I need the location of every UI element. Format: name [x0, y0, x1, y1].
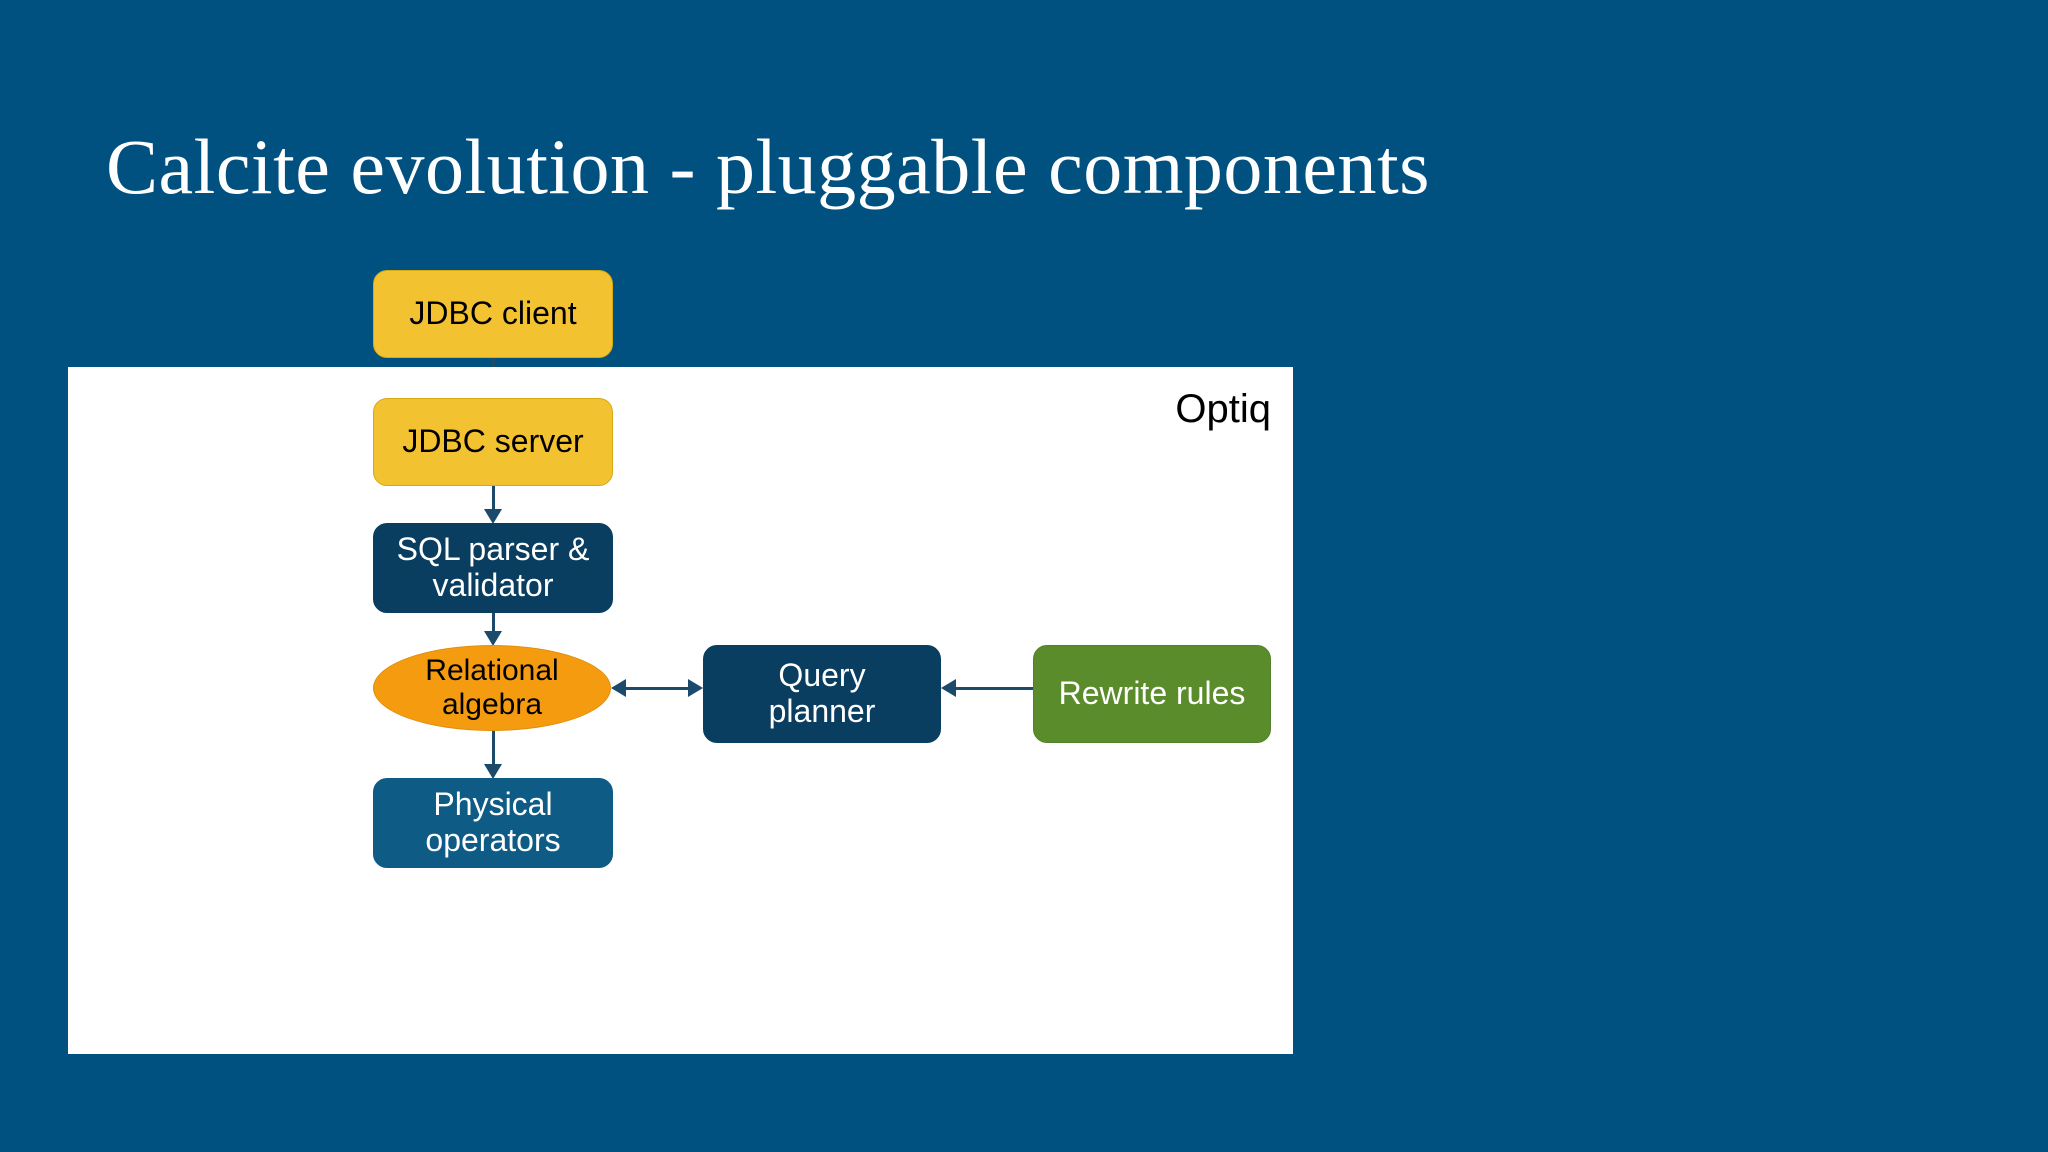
- connector-jdbc-server-to-sql-parser-line: [492, 486, 495, 516]
- diagram-panel: Optiq JDBC server SQL parser & validator…: [68, 367, 1293, 1054]
- connector-relational-algebra-to-query-planner-line: [626, 687, 700, 690]
- node-rewrite-rules-label: Rewrite rules: [1058, 675, 1246, 712]
- connector-sql-parser-to-relational-algebra-arrowhead: [484, 631, 502, 646]
- connector-sql-parser-to-relational-algebra-line: [492, 613, 495, 640]
- node-jdbc-client[interactable]: JDBC client: [373, 270, 613, 358]
- node-relational-algebra-label: Relational algebra: [425, 654, 559, 721]
- node-query-planner-label: Query planner: [768, 657, 876, 729]
- node-physical-operators-label: Physical operators: [425, 786, 561, 858]
- node-relational-algebra[interactable]: Relational algebra: [373, 645, 611, 731]
- node-rewrite-rules[interactable]: Rewrite rules: [1033, 645, 1271, 743]
- node-jdbc-client-label: JDBC client: [409, 295, 577, 332]
- connector-rewrite-rules-to-query-planner-arrowhead: [941, 679, 956, 697]
- panel-caption-optiq: Optiq: [1175, 387, 1271, 431]
- connector-rewrite-rules-to-query-planner-line: [956, 687, 1033, 690]
- connector-jdbc-server-to-sql-parser-arrowhead: [484, 509, 502, 524]
- connector-relational-algebra-to-query-planner-arrowhead-left: [611, 679, 626, 697]
- node-sql-parser-validator[interactable]: SQL parser & validator: [373, 523, 613, 613]
- node-jdbc-server[interactable]: JDBC server: [373, 398, 613, 486]
- connector-relational-algebra-to-physical-operators-arrowhead: [484, 764, 502, 779]
- node-query-planner[interactable]: Query planner: [703, 645, 941, 743]
- node-sql-parser-validator-label: SQL parser & validator: [396, 531, 590, 603]
- node-physical-operators[interactable]: Physical operators: [373, 778, 613, 868]
- connector-relational-algebra-to-query-planner-arrowhead-right: [688, 679, 703, 697]
- node-jdbc-server-label: JDBC server: [402, 423, 584, 460]
- page-title: Calcite evolution - pluggable components: [106, 123, 1431, 210]
- connector-relational-algebra-to-physical-operators-line: [492, 731, 495, 773]
